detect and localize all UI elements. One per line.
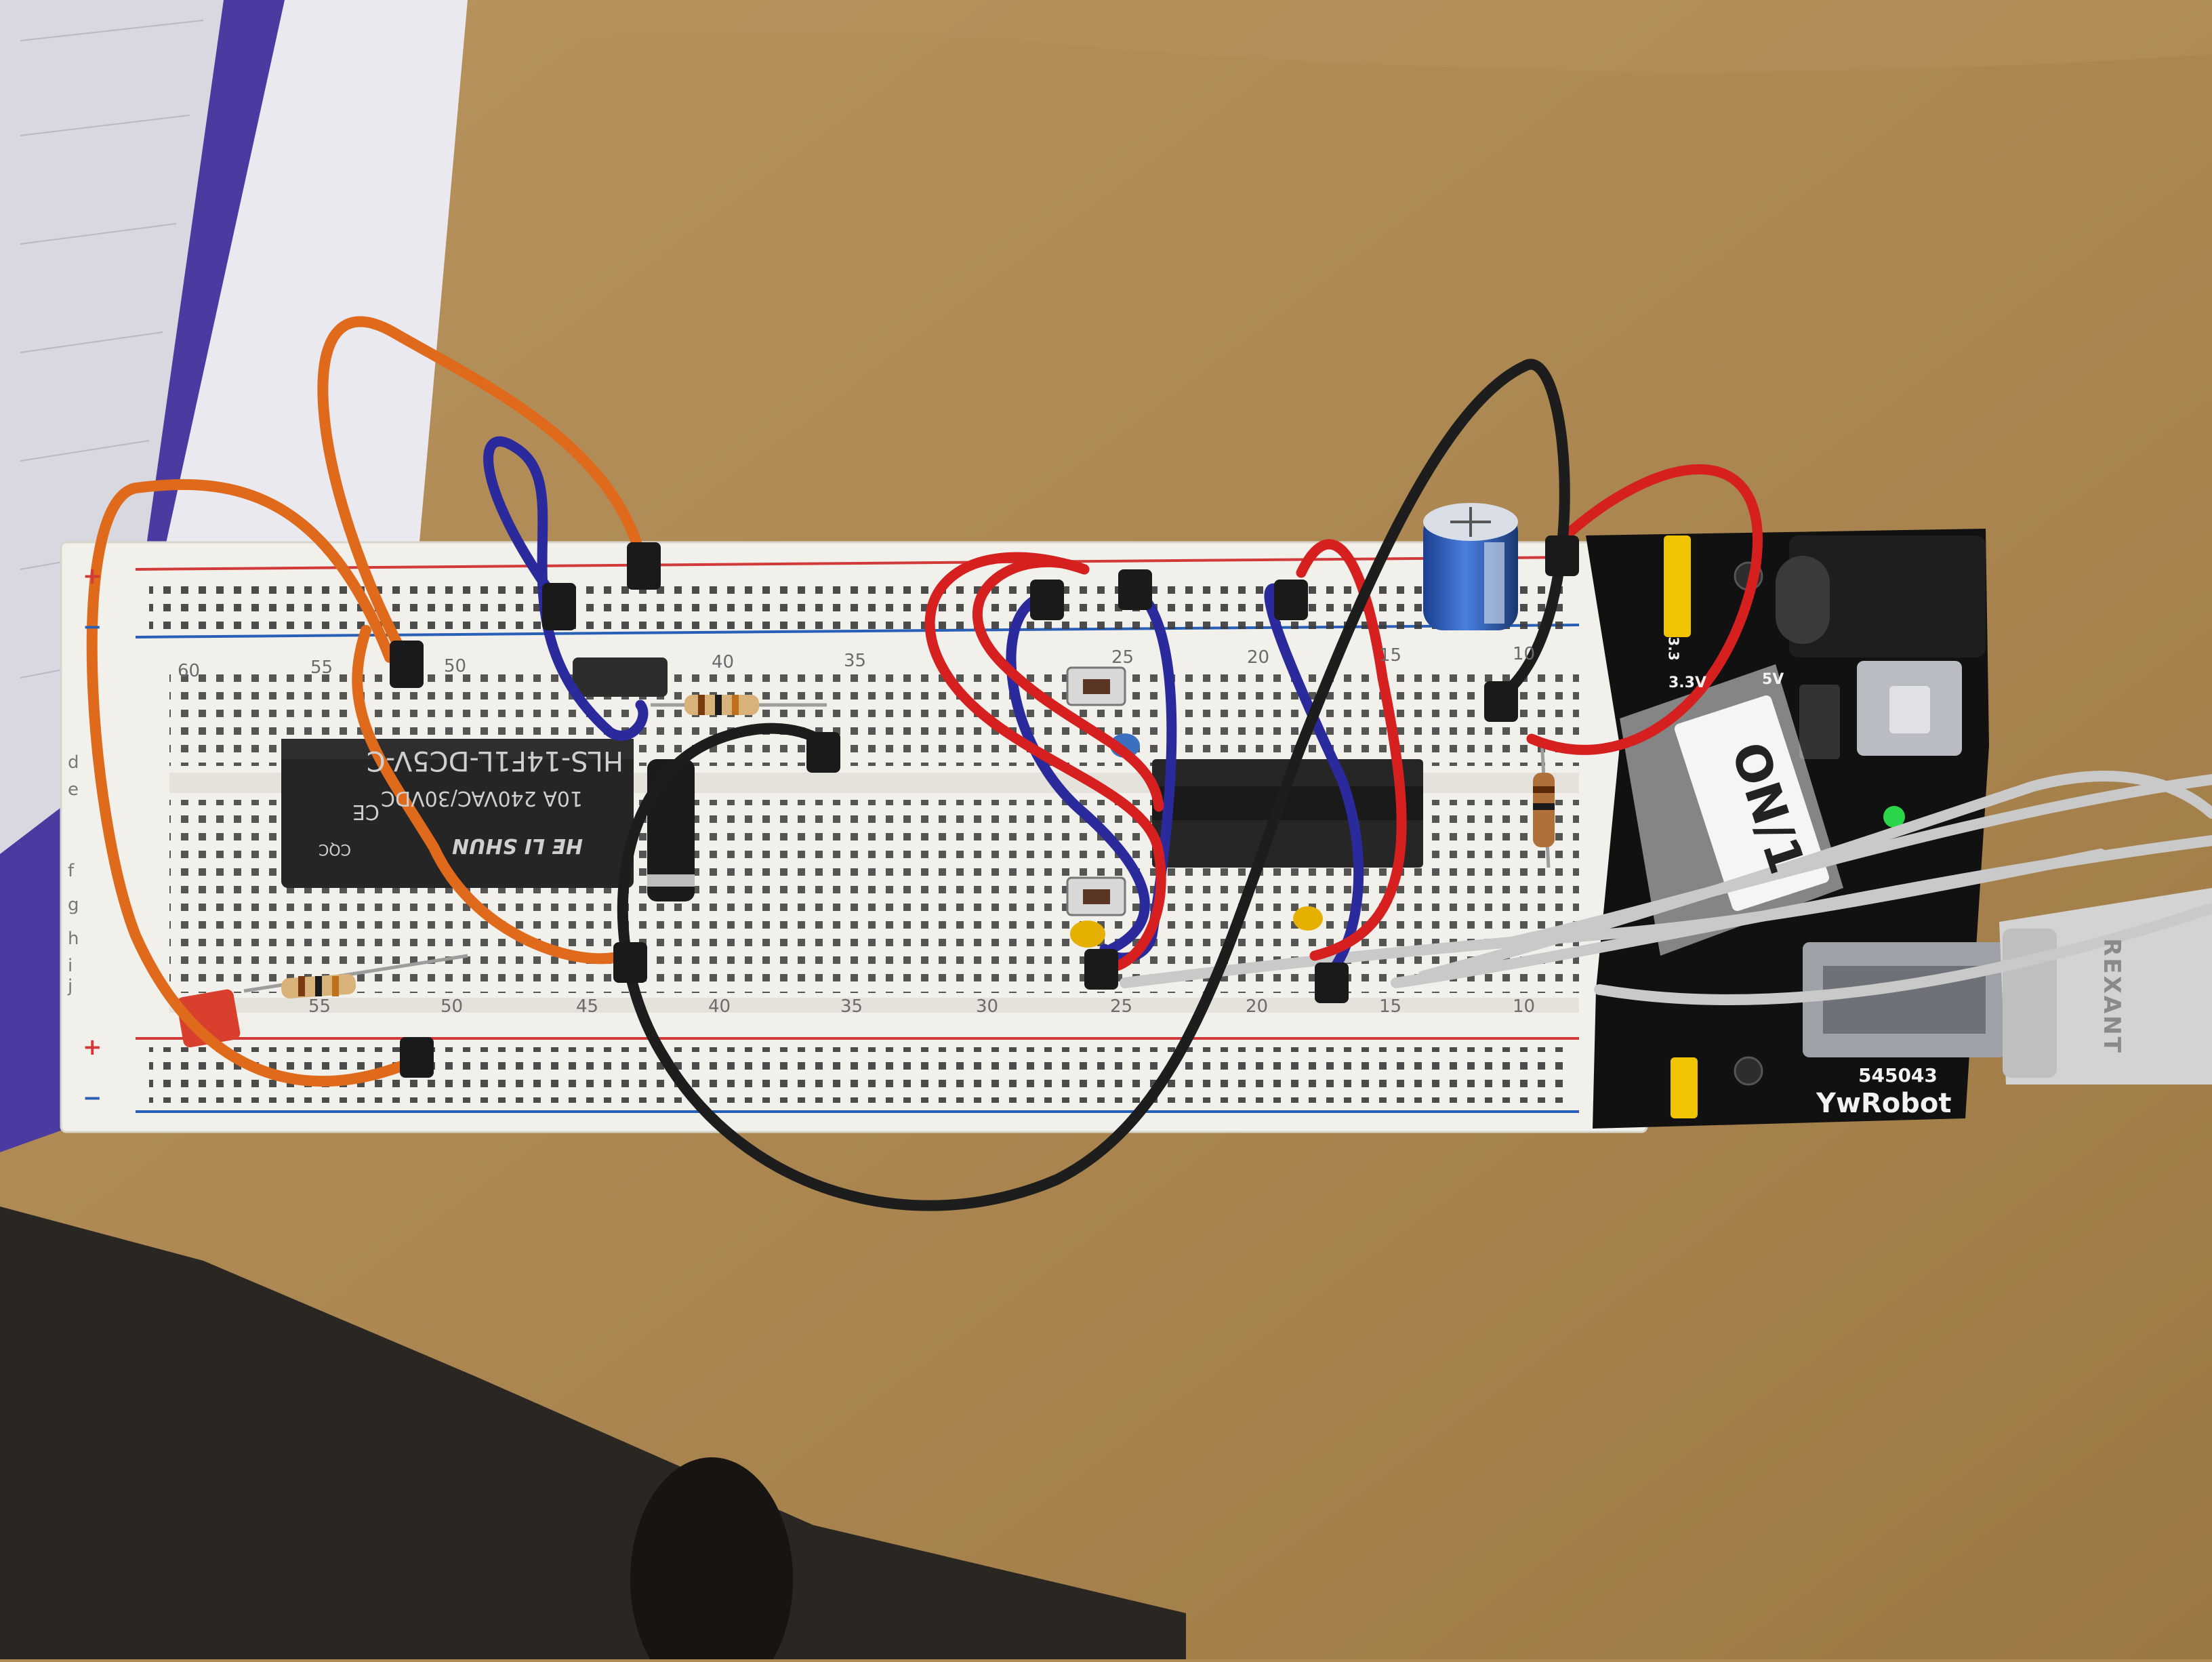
- wire-blue-1: [483, 436, 649, 741]
- column-number: 10: [1513, 644, 1536, 664]
- relay-brand: HE LI SHUN: [452, 834, 583, 857]
- row-letter: h: [68, 929, 79, 949]
- wire-blue-4: [1264, 583, 1364, 981]
- resistor-top: [651, 695, 827, 715]
- column-number: 50: [444, 656, 467, 676]
- column-number: 15: [1379, 996, 1402, 1017]
- ceramic-capacitor-yellow: [1070, 920, 1105, 948]
- column-number: 20: [1246, 996, 1269, 1017]
- relay-rating-text: 10A 240VAC/30VDC: [381, 786, 583, 810]
- wire-red-1: [924, 552, 1166, 973]
- paper-sheet: [156, 0, 468, 610]
- column-number: 20: [1247, 647, 1270, 668]
- wire-orange-2: [86, 479, 412, 1087]
- diode: [647, 759, 695, 901]
- transistor: [573, 657, 668, 697]
- tape-label: [1674, 695, 1830, 911]
- psu-brand: YwRobot: [1816, 1088, 1952, 1119]
- column-number: 40: [712, 652, 735, 672]
- column-number: 10: [1513, 996, 1536, 1017]
- column-number: 35: [840, 996, 863, 1017]
- jumper-top: [1664, 535, 1691, 637]
- usb-cable-brand: REXANT: [2097, 938, 2125, 1055]
- rail-minus-sign: −: [83, 613, 102, 641]
- relay: [281, 739, 634, 888]
- rail-minus-sign: −: [83, 1085, 102, 1112]
- relay-model-text: HLS-14F1L-DC5V-C: [366, 745, 623, 776]
- column-number: 60: [178, 661, 201, 681]
- ceramic-capacitor-right: [1293, 906, 1323, 931]
- psu-3v3-label: 3.3V: [1668, 674, 1706, 691]
- column-number: 35: [844, 651, 867, 671]
- column-number: 25: [1111, 647, 1134, 668]
- rail-plus-sign: +: [83, 563, 102, 590]
- wire-red-2: [972, 557, 1164, 812]
- row-letter: j: [68, 976, 73, 996]
- relay-ce-mark: CE: [352, 800, 380, 824]
- row-letter: e: [68, 779, 79, 800]
- grey-wires: [1120, 771, 2212, 1005]
- column-number: 25: [1110, 996, 1133, 1017]
- power-led: [1883, 806, 1905, 828]
- column-number: 30: [976, 996, 999, 1017]
- relay-cqc-mark: CQC: [319, 840, 352, 857]
- psu-part-number: 545043: [1858, 1064, 1938, 1087]
- led-red: [176, 989, 241, 1048]
- electrolytic-capacitor: [1423, 503, 1518, 630]
- psu-33-label: 3.3: [1665, 636, 1682, 661]
- wire-blue-2: [1006, 591, 1150, 954]
- resistor-bottom: [243, 954, 468, 998]
- wire-red-4: [1526, 464, 1763, 755]
- column-number: 40: [708, 996, 731, 1017]
- column-number: 55: [308, 996, 331, 1017]
- psu-5v-label: 5V: [1762, 671, 1784, 688]
- wire-orange-3: [352, 625, 629, 965]
- wire-red-3: [1296, 539, 1407, 961]
- column-number: 50: [441, 996, 464, 1017]
- resistor-right: [1533, 738, 1555, 868]
- row-letter: i: [68, 956, 73, 976]
- row-letter: d: [68, 752, 79, 773]
- column-number: 15: [1379, 645, 1402, 666]
- jumper-bottom: [1671, 1057, 1698, 1118]
- floor-shadow: [0, 1207, 1186, 1659]
- wire-orange-1: [317, 316, 646, 666]
- book-pages: [0, 0, 224, 854]
- dc-jack: [1789, 535, 1986, 657]
- column-number: 55: [310, 657, 333, 678]
- column-number: 45: [576, 996, 599, 1017]
- wire-connectors: [390, 535, 1579, 1078]
- wire-black-1: [617, 359, 1570, 1211]
- rail-plus-sign: +: [83, 1034, 102, 1061]
- row-letter: g: [68, 895, 79, 915]
- row-letter: f: [68, 861, 75, 881]
